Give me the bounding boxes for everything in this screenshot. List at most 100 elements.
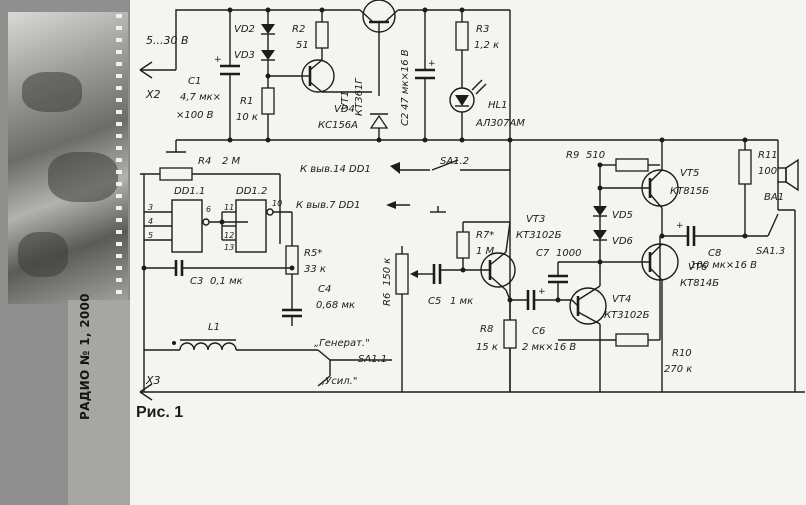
capacitor-c2: + [415,10,436,140]
diode-vd2 [261,10,275,35]
dd12-pin13: 13 [224,243,234,252]
vd4-type: КС156А [318,120,358,131]
hl1-ref: HL1 [488,100,507,111]
svg-text:+: + [214,55,222,65]
sa11-amp: „Усил." [320,376,357,387]
svg-text:+: + [676,221,684,231]
capacitor-c4 [282,308,302,326]
svg-text:+: + [538,287,546,297]
ba1-ref: BA1 [764,192,784,203]
r8-value: 15 к [476,342,498,353]
vt5-ref: VT5 [680,168,699,179]
switch-sa11 [317,349,392,387]
vt1-type: КТ361Г [354,77,365,116]
led-hl1 [449,79,487,140]
vt1-ref: VT1 [340,91,351,110]
capacitor-c6: + [510,287,572,310]
resistor-r11 [738,149,752,236]
transistor-vt4 [569,285,607,392]
vt5-type: КТ815Б [670,186,709,197]
vd2-ref: VD2 [234,24,255,35]
r7-value: 1 М [476,246,495,257]
c2-value: 47 мк×16 В [400,49,411,110]
c1-value-2: ×100 В [176,110,214,121]
vd3-ref: VD3 [234,50,255,61]
gate-dd11 [143,174,248,392]
sa12-note2: К выв.7 DD1 [296,200,360,211]
vt3-type: КТ3102Б [516,230,562,241]
dd11-ref: DD1.1 [174,186,205,197]
x3-label: X3 [145,374,161,387]
r1-value: 10 к [236,112,258,123]
dd12-pin10: 10 [272,199,282,208]
figure-caption: Рис. 1 [136,404,184,421]
c3-value: 0,1 мк [210,276,243,287]
r2-ref: R2 [292,24,305,35]
switch-sa12 [386,159,510,213]
c1-ref: C1 [188,76,201,87]
c8-value: 100 мк×16 В [690,260,757,271]
c6-ref: C6 [532,326,545,337]
dd12-pin11: 11 [224,203,234,212]
resistor-r4 [140,167,281,244]
switch-sa13 [745,209,796,392]
c4-ref: C4 [318,284,331,295]
gate-dd12 [221,199,293,253]
r11-value: 100 [758,166,777,177]
c7-ref: C7 [536,248,550,259]
r10-value: 270 к [664,364,692,375]
c7-value: 1000 [556,248,581,259]
r2-value: 51 [296,40,309,51]
x2-connector-arrow [139,61,153,79]
resistor-r2 [315,10,329,60]
r8-ref: R8 [480,324,493,335]
vt6-ref: VT6 [688,262,707,273]
dd12-ref: DD1.2 [236,186,267,197]
sa11-ref: SA1.1 [358,354,387,365]
resistor-r7 [456,221,510,270]
resistor-r9 [600,158,660,172]
capacitor-c1: + [214,10,240,140]
potentiometer-r6 [395,246,434,392]
capacitor-c8: + [662,221,745,246]
r5-value: 33 к [304,264,326,275]
l1-ref: L1 [208,322,220,333]
vt4-ref: VT4 [612,294,631,305]
capacitor-c3 [144,260,292,276]
vt3-ref: VT3 [526,214,545,225]
dd11-pin4: 4 [148,217,153,226]
r6-value: 150 к [382,258,393,286]
positive-rail [175,9,360,70]
dd12-pin12: 12 [224,231,234,240]
sa12-note1: К выв.14 DD1 [300,164,371,175]
hl1-type: АЛ307АМ [475,118,525,129]
vt4-type: КТ3102Б [604,310,650,321]
c1-value-1: 4,7 мк× [180,92,221,103]
dd11-pin3: 3 [148,203,153,212]
supply-voltage-label: 5...30 В [146,34,189,47]
resistor-r1 [261,87,275,140]
r5-ref: R5* [304,248,322,259]
sa13-ref: SA1.3 [756,246,785,257]
c5-value: 1 мк [450,296,473,307]
c2-label: C2 [400,113,411,126]
vd4-ref: VD4 [334,104,355,115]
r1-ref: R1 [240,96,253,107]
svg-text:+: + [428,59,436,69]
r4-value: 2 М [222,156,241,167]
sa11-gen: „Генерат." [314,338,370,349]
dd11-pin5: 5 [148,231,153,240]
inductor-l1 [144,339,318,351]
x3-connector-arrow [139,383,153,401]
r6-label: R6 [382,293,393,306]
r10-ref: R10 [672,348,692,359]
r11-ref: R11 [758,150,778,161]
resistor-r10 [558,236,661,347]
r7-ref: R7* [476,230,494,241]
resistor-r3 [455,10,469,88]
r3-ref: R3 [476,24,489,35]
vd5-ref: VD5 [612,210,633,221]
capacitor-c7 [548,261,600,300]
